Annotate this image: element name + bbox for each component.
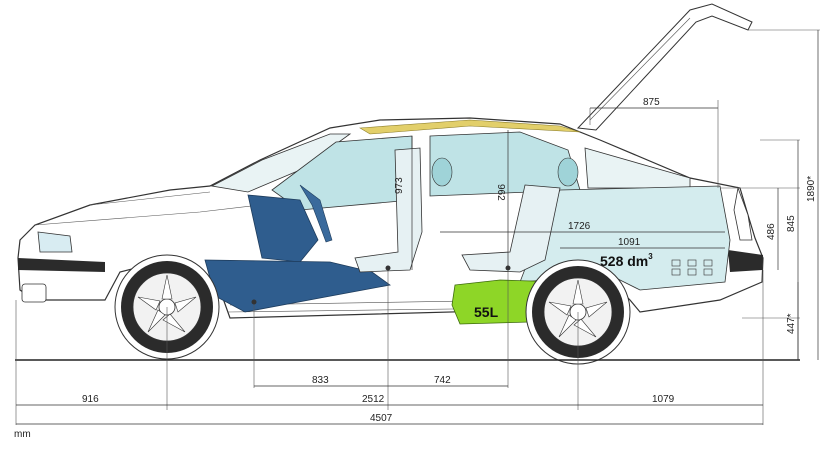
cargo-volume: 528 dm3 bbox=[600, 252, 653, 269]
front-headrest bbox=[431, 157, 453, 187]
pivot-dot bbox=[505, 265, 511, 271]
dim-916: 916 bbox=[82, 394, 99, 405]
front-seat bbox=[354, 147, 423, 273]
open-hatch bbox=[576, 3, 753, 131]
dim-875: 875 bbox=[643, 97, 660, 108]
dim-1091: 1091 bbox=[618, 237, 641, 248]
roof-trim bbox=[359, 119, 581, 135]
dim-742: 742 bbox=[434, 375, 451, 386]
steering-column bbox=[299, 184, 333, 243]
dim-447: 447* bbox=[786, 313, 797, 334]
windshield bbox=[210, 133, 352, 193]
front-bumper bbox=[18, 258, 105, 272]
dim-833: 833 bbox=[312, 375, 329, 386]
rear-seat bbox=[461, 184, 561, 273]
unit-label: mm bbox=[14, 429, 31, 440]
headlight bbox=[37, 231, 73, 253]
dim-1890: 1890* bbox=[806, 176, 817, 202]
rear-headrest bbox=[557, 157, 579, 187]
dim-1726: 1726 bbox=[568, 221, 591, 232]
hatch-strut bbox=[589, 17, 691, 121]
fuel-tank-label: 55L bbox=[474, 304, 499, 320]
dim-1079: 1079 bbox=[652, 394, 675, 405]
dim-973: 973 bbox=[394, 177, 405, 194]
rear-light bbox=[733, 186, 753, 241]
hood-line bbox=[89, 191, 211, 206]
dim-486: 486 bbox=[766, 223, 777, 240]
dashboard bbox=[247, 194, 319, 263]
rear-quarter-window bbox=[584, 147, 691, 189]
luggage-icons bbox=[671, 259, 713, 276]
dim-2512: 2512 bbox=[362, 394, 385, 405]
body-crease bbox=[34, 204, 261, 226]
front-fog-lamp bbox=[21, 283, 47, 303]
hatch-panel bbox=[576, 3, 753, 131]
dim-4507: 4507 bbox=[370, 413, 393, 424]
rear-bumper bbox=[728, 250, 763, 272]
dimension-lines bbox=[15, 29, 820, 425]
pivot-dot bbox=[385, 265, 391, 271]
pivot-dot bbox=[251, 299, 257, 305]
dim-962: 962 bbox=[495, 184, 506, 201]
front-interior bbox=[204, 147, 579, 313]
footwell bbox=[204, 259, 391, 313]
dim-845: 845 bbox=[786, 215, 797, 232]
